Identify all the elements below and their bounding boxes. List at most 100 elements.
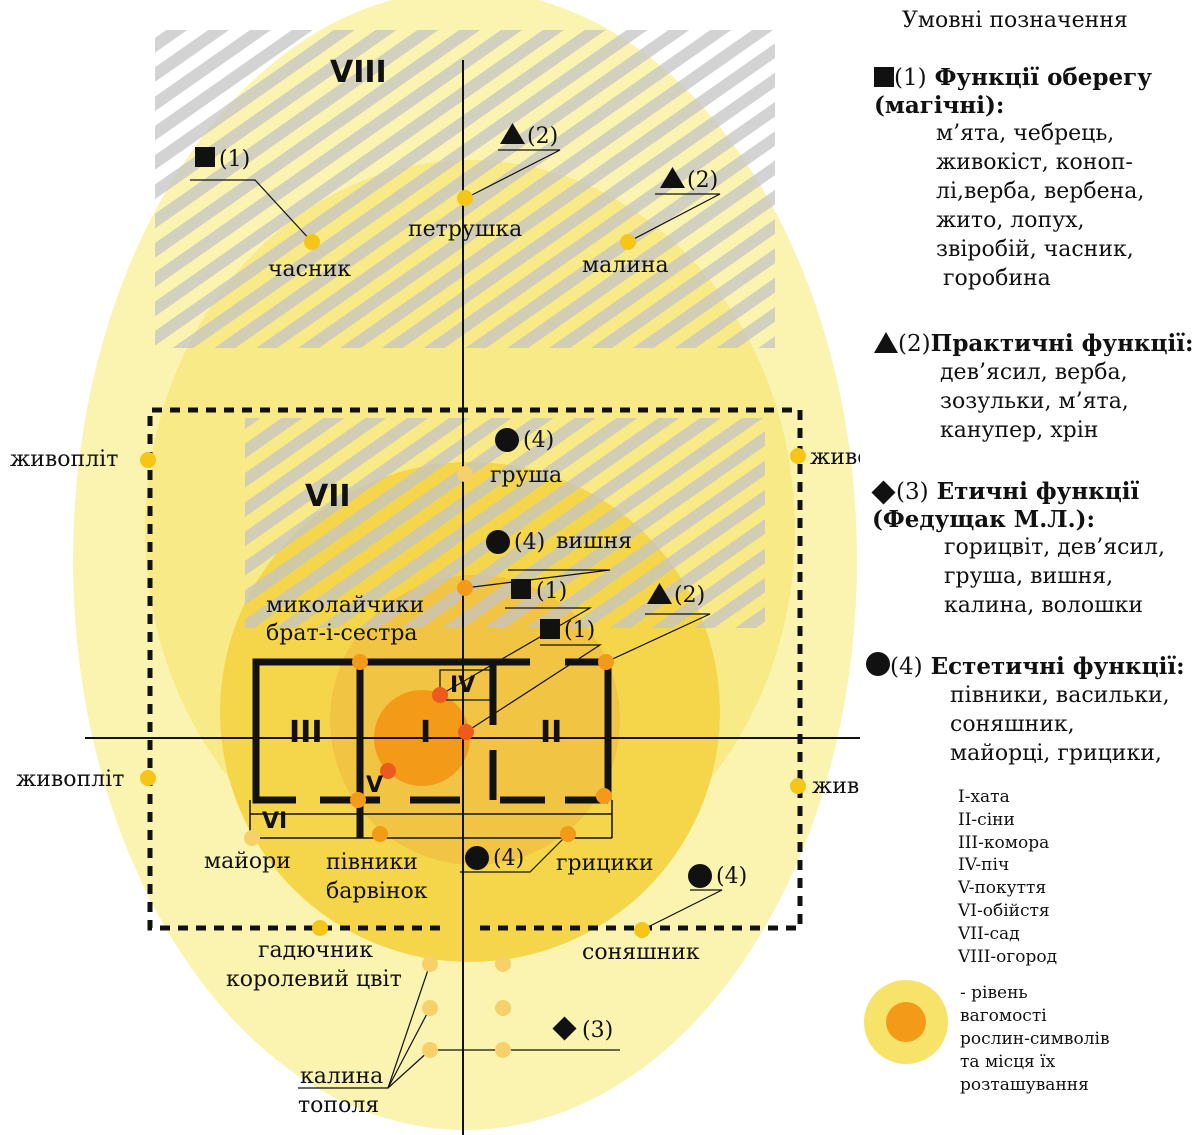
plant-label-soniashnyk: соняшник <box>582 940 700 965</box>
marker-label: (1) <box>536 579 567 604</box>
plant-label-petrushka: петрушка <box>408 217 522 242</box>
triangle-icon <box>874 332 898 353</box>
legend-group-magic: (1) Функції оберегу (магічні): м’ята, че… <box>874 64 1152 293</box>
legend-group-aesthetic: (4) Естетичні функції: півники, васильки… <box>866 652 1185 768</box>
diamond-icon <box>871 480 896 505</box>
dot-pivnyky <box>372 826 388 842</box>
dot-maiory <box>244 830 260 846</box>
leader-lines <box>190 149 723 1089</box>
dot-topolia-3 <box>495 1042 511 1058</box>
circle-icon <box>866 652 890 676</box>
triangle-icon <box>647 583 672 604</box>
zone-label-viii: VIII <box>330 55 387 90</box>
zone-key-item: VII-сад <box>958 923 1020 944</box>
marker-label: (4) <box>493 846 524 871</box>
zone-label-i: I <box>420 715 431 750</box>
dot-kalyna-1 <box>422 956 438 972</box>
legend-group-title: Етичні функції (Федущак М.Л.): <box>872 478 1140 533</box>
dot-wall-bl <box>350 792 366 808</box>
plant-label-vyshnia: вишня <box>556 529 632 554</box>
dot-vyshnia <box>457 580 473 596</box>
dot-corner-br <box>596 788 612 804</box>
dot-topolia-1 <box>495 956 511 972</box>
legend-group-body: м’ята, чебрець, живокіст, коноп- лі,верб… <box>936 121 1145 291</box>
zone-key-item: VIII-огород <box>958 946 1058 967</box>
square-icon <box>874 67 894 87</box>
plant-label-zhyvopl: живопліт <box>812 774 860 799</box>
plant-label-topolia: тополя <box>298 1093 379 1118</box>
marker-label: (4) <box>716 864 747 889</box>
marker-label: (2) <box>687 168 718 193</box>
plant-label-korolevyi-tsvit: королевий цвіт <box>226 967 402 992</box>
plant-label-brat-i-sestra: брат-і-сестра <box>266 621 418 646</box>
plant-label-zhyvopl: живопліт <box>10 447 118 472</box>
dot-corner-tr <box>598 654 614 670</box>
dot-gadiuchnyk <box>312 920 328 936</box>
circle-icon <box>495 428 519 452</box>
zone-label-vi: VI <box>262 809 287 834</box>
circle-icon <box>688 864 712 888</box>
plant-label-zhyvopl: живопліт <box>810 445 860 470</box>
zone-label-ii: II <box>540 715 562 750</box>
dot-mykolaichyky <box>352 654 368 670</box>
dot-zhyvopl-tl <box>140 452 156 468</box>
plant-label-pivnyky: півники <box>326 850 418 875</box>
dot-grusha <box>457 466 473 482</box>
legend-group-title: Функції оберегу (магічні): <box>874 64 1152 119</box>
zone-vegetable-garden-hatch <box>155 30 775 348</box>
plant-label-gadiuchnyk: гадючник <box>258 938 373 963</box>
zone-label-vii: VII <box>305 479 351 514</box>
plant-dots <box>140 190 806 1058</box>
function-markers <box>195 123 712 1041</box>
square-icon <box>540 619 560 639</box>
dot-grytsyky <box>560 826 576 842</box>
dot-pokuttia <box>380 763 396 779</box>
plant-label-chasnyk: часник <box>268 257 351 282</box>
zone-key-item: VI-обійстя <box>958 900 1050 921</box>
zone-key-item: IV-піч <box>958 855 1010 876</box>
dot-zhyvopl-bl <box>140 770 156 786</box>
dot-chasnyk <box>304 234 320 250</box>
plant-label-maiory: майори <box>204 849 291 874</box>
zone-key-list: I-хата II-сіни III-комора IV-піч V-покут… <box>958 786 1057 968</box>
significance-level-text: - рівень вагомості рослин-символів та мі… <box>960 983 1110 1095</box>
legend-group-body: півники, васильки, соняшник, майорці, гр… <box>950 683 1170 766</box>
square-icon <box>195 147 215 167</box>
plant-label-grytsyky: грицики <box>556 851 654 876</box>
legend-title: Умовні позначення <box>902 8 1128 33</box>
significance-level-icon <box>864 980 948 1064</box>
circle-icon <box>486 530 510 554</box>
square-icon <box>511 579 531 599</box>
homestead-diagram: (1) (2) (2) (4) (4) (1) (1) (2) (4) (4) … <box>10 0 860 1135</box>
dot-soniashnyk <box>634 922 650 938</box>
legend-num: (1) <box>894 65 927 91</box>
marker-label: (2) <box>674 583 705 608</box>
legend-group-ethical: (3) Етичні функції (Федущак М.Л.): гориц… <box>871 478 1165 620</box>
zone-key-item: V-покуття <box>958 878 1047 899</box>
dot-kalyna-2 <box>422 1000 438 1016</box>
legend-num: (4) <box>890 654 923 680</box>
legend-group-body: дев’ясил, верба, зозульки, м’ята, канупе… <box>940 360 1129 443</box>
marker-label: (1) <box>219 147 250 172</box>
dot-zhyvopl-br <box>790 778 806 794</box>
marker-label: (2) <box>527 124 558 149</box>
zone-label-iv: IV <box>450 673 475 698</box>
marker-label: (4) <box>523 428 554 453</box>
plant-label-grusha: груша <box>490 463 562 488</box>
zone-label-v: V <box>366 773 383 798</box>
dot-malyna <box>620 234 636 250</box>
marker-label: (3) <box>582 1018 613 1043</box>
plant-label-barvinok: барвінок <box>326 879 428 904</box>
legend-group-title: Практичні функції: <box>930 330 1194 357</box>
garden-boundary <box>147 407 803 931</box>
dot-zhyvopl-tr <box>790 448 806 464</box>
plant-label-kalyna: калина <box>300 1064 383 1089</box>
zone-label-iii: III <box>289 715 323 750</box>
zone-orchard-hatch <box>245 418 765 628</box>
circle-icon <box>465 846 489 870</box>
legend-num: (3) <box>896 479 929 505</box>
dot-kalyna-3 <box>422 1042 438 1058</box>
dot-center <box>458 724 474 740</box>
plant-label-malyna: малина <box>582 253 669 278</box>
zone-key-item: I-хата <box>958 787 1010 807</box>
